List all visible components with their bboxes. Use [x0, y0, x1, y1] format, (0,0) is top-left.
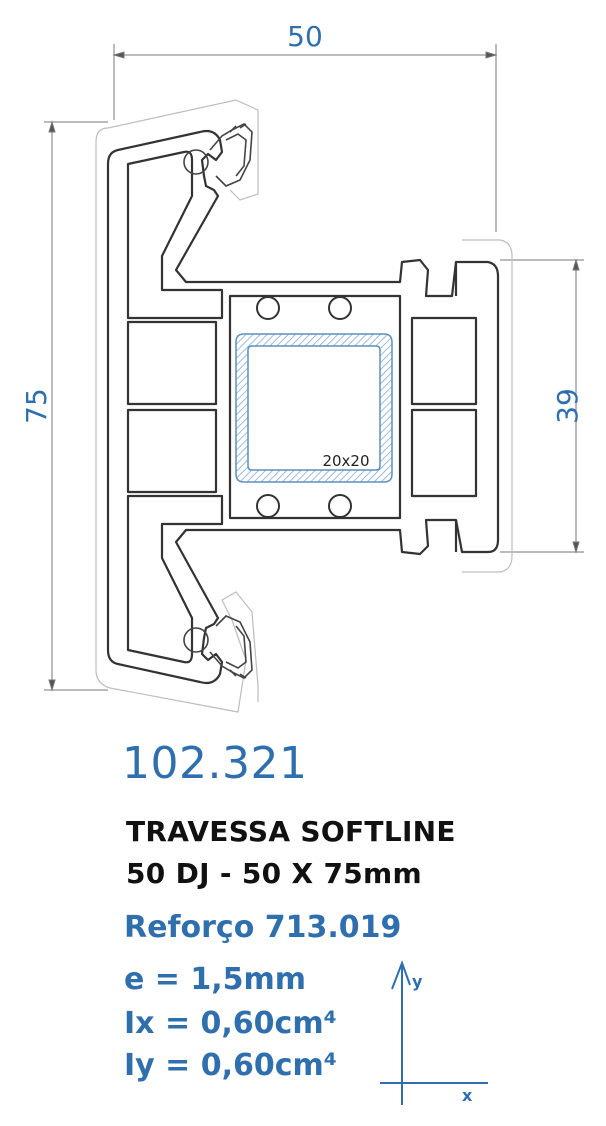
- spec-ix: Ix = 0,60cm⁴: [124, 1006, 337, 1041]
- dimension-width: [112, 44, 498, 232]
- profile-drawing: 50 75 39: [20, 20, 584, 713]
- spec-iy: Iy = 0,60cm⁴: [124, 1048, 337, 1083]
- product-title-line1: TRAVESSA SOFTLINE: [126, 815, 456, 848]
- screw-ports: [256, 296, 352, 518]
- axis-y-label: y: [412, 972, 423, 991]
- profile-body: [106, 129, 500, 685]
- product-code: 102.321: [122, 738, 308, 789]
- gasket-bottom: [183, 615, 253, 679]
- reinforcement-reference: Reforço 713.019: [124, 910, 402, 945]
- axes-diagram: y x: [380, 960, 488, 1105]
- product-title-line2: 50 DJ - 50 X 75mm: [126, 857, 422, 890]
- reinforcement-section: [235, 333, 393, 483]
- dimension-height: [44, 120, 108, 692]
- gasket-top: [183, 123, 253, 187]
- dimension-right-height-label: 39: [551, 388, 584, 424]
- spec-thickness: e = 1,5mm: [124, 962, 307, 997]
- dimension-height-label: 75: [20, 388, 53, 424]
- dimension-width-label: 50: [287, 20, 323, 53]
- axis-x-label: x: [462, 1086, 473, 1105]
- reinforcement-size-label: 20x20: [322, 452, 369, 470]
- dimension-right-height: [500, 258, 584, 554]
- profile-outline-shadow: [95, 99, 513, 713]
